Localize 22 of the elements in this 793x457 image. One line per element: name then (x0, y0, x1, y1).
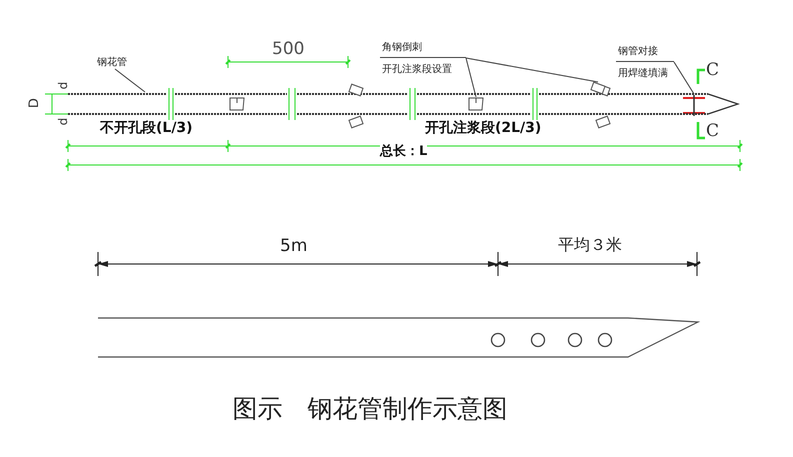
dimension-symbol: D (28, 98, 42, 108)
dimension-label: 5m (280, 237, 308, 256)
dimension-label: 开孔注浆段(2L/3) (425, 121, 542, 136)
leader-line (466, 58, 598, 82)
caption: 图示 钢花管制作示意图 (232, 393, 508, 425)
dimension-symbol: d (57, 118, 70, 126)
annotation-text: 开孔注浆段设置 (382, 62, 452, 76)
annotation-text: 角钢倒刺 (382, 40, 422, 54)
leader-line (114, 68, 146, 92)
dimension-symbol: d (57, 82, 70, 90)
annotation-text: 钢管对接 (618, 44, 658, 58)
dimension-label: 平均３米 (558, 236, 622, 254)
dimension-label: 总长：L (380, 145, 428, 160)
annotation-text: 用焊缝填满 (618, 66, 668, 80)
dimension-label: 500 (272, 40, 304, 59)
barb-icon (590, 82, 606, 94)
leader-line (674, 62, 694, 94)
annotation-text: 钢花管 (97, 56, 127, 69)
dimension-label: 不开孔段(L/3) (100, 121, 193, 136)
section-label: C (706, 61, 720, 80)
section-label: C (706, 122, 720, 141)
leader-line (466, 58, 476, 98)
